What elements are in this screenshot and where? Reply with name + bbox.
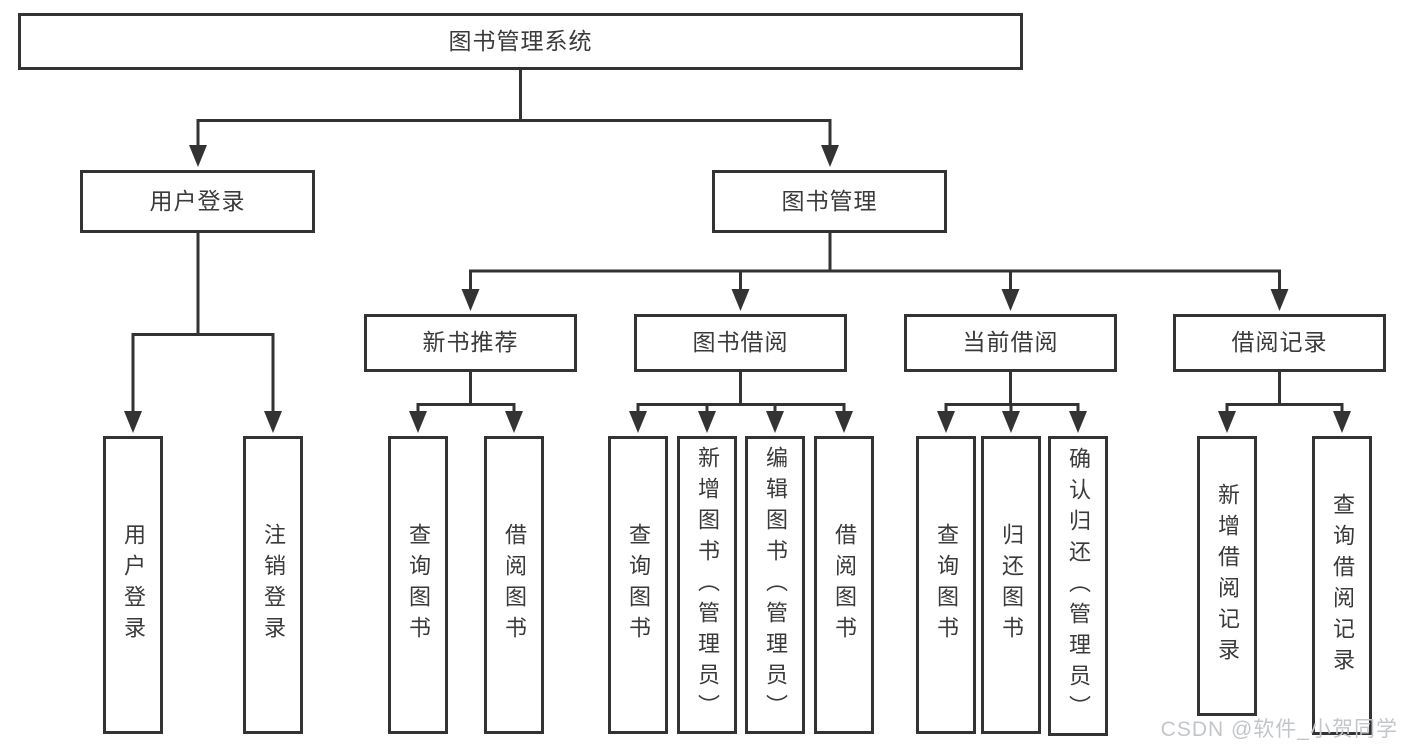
node-current-borrowing: 当前借阅 — [904, 314, 1117, 372]
node-user-login: 用户登录 — [80, 170, 315, 233]
node-leaf-bb-edit-books-admin: 编辑图书（管理员） — [745, 436, 805, 734]
node-leaf-cb-query-books: 查询图书 — [916, 436, 976, 734]
node-leaf-bb-query-books: 查询图书 — [608, 436, 668, 734]
watermark-text: CSDN @软件_小贺同学 — [1160, 718, 1398, 741]
node-leaf-cb-confirm-return-admin: 确认归还（管理员） — [1048, 436, 1108, 736]
node-leaf-bb-add-books-admin: 新增图书（管理员） — [677, 436, 737, 734]
node-leaf-br-add-record: 新增借阅记录 — [1197, 436, 1257, 716]
node-book-borrowing: 图书借阅 — [634, 314, 847, 372]
node-leaf-user-login: 用户登录 — [103, 436, 163, 734]
node-leaf-bb-borrow-books: 借阅图书 — [814, 436, 874, 734]
node-borrowing-records: 借阅记录 — [1173, 314, 1386, 372]
node-leaf-br-query-record: 查询借阅记录 — [1312, 436, 1372, 735]
node-leaf-logout: 注销登录 — [243, 436, 303, 734]
node-leaf-nb-borrow-books: 借阅图书 — [484, 436, 544, 734]
node-new-book-recommend: 新书推荐 — [364, 314, 577, 372]
node-book-management: 图书管理 — [712, 170, 947, 233]
node-leaf-cb-return-books: 归还图书 — [981, 436, 1041, 734]
node-library-system: 图书管理系统 — [18, 13, 1023, 70]
node-leaf-nb-query-books: 查询图书 — [388, 436, 448, 734]
